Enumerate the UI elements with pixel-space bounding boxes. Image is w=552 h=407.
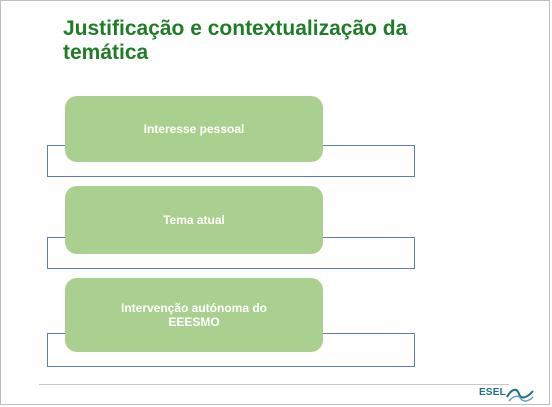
item-1-card: Interesse pessoal <box>65 96 323 162</box>
item-1-label: Interesse pessoal <box>143 122 245 136</box>
footer-divider <box>39 384 509 385</box>
item-2-label: Tema atual <box>163 213 225 227</box>
item-3-card: Intervenção autónoma do EEESMO <box>65 278 323 352</box>
slide-title: Justificação e contextualização da temát… <box>63 17 408 64</box>
esel-logo-text: ESEL <box>479 387 506 398</box>
item-3-label: Intervenção autónoma do EEESMO <box>120 301 268 329</box>
esel-logo: ESEL <box>479 384 539 404</box>
item-2-card: Tema atual <box>65 186 323 254</box>
wave-icon <box>506 388 534 402</box>
